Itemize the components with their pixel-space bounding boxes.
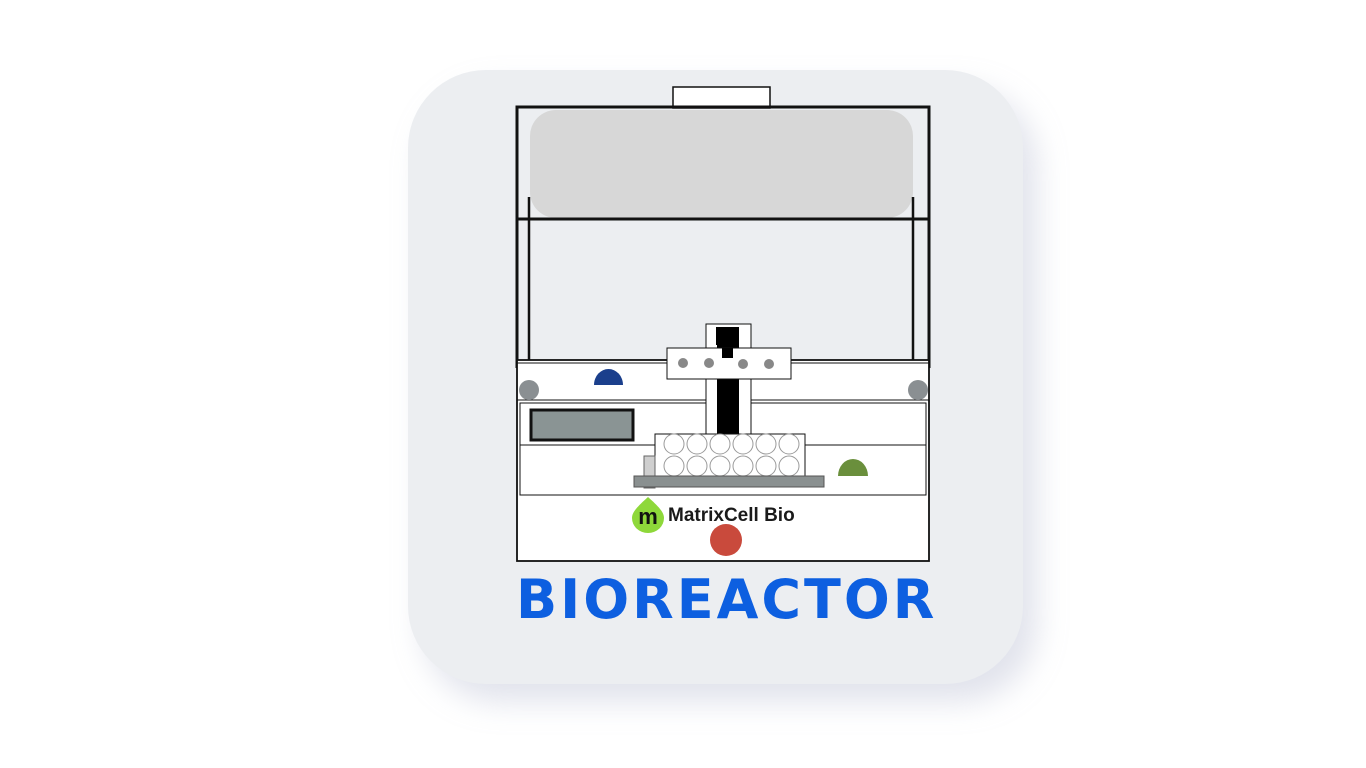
well — [732, 455, 754, 477]
wells — [663, 433, 800, 477]
well — [663, 455, 685, 477]
logo-letter: m — [638, 504, 658, 529]
hood-frame — [515, 105, 931, 368]
well — [732, 433, 754, 455]
well — [755, 433, 777, 455]
brand-name: MatrixCell Bio — [668, 505, 795, 526]
indicator-blue — [594, 369, 623, 385]
crossbar-dot — [704, 358, 714, 368]
well — [686, 433, 708, 455]
well — [709, 433, 731, 455]
crossbar-dot — [764, 359, 774, 369]
crossbar-dot — [678, 358, 688, 368]
app-label: BIOREACTOR — [516, 568, 938, 631]
well — [778, 433, 800, 455]
well — [709, 455, 731, 477]
top-cap — [672, 86, 771, 109]
column-core-mid — [722, 348, 733, 358]
indicator-green — [838, 459, 868, 476]
joint-knob-left — [519, 380, 539, 400]
display-panel — [529, 408, 635, 442]
hood-screen — [530, 110, 913, 218]
well — [663, 433, 685, 455]
crossbar-dot — [738, 359, 748, 369]
tray — [633, 475, 825, 488]
matrixcell-logo-icon: m — [632, 497, 664, 533]
well — [778, 455, 800, 477]
well — [686, 455, 708, 477]
indicator-red — [710, 524, 742, 556]
column-core-top — [716, 327, 739, 345]
joint-knob-right — [908, 380, 928, 400]
tray-post — [643, 455, 656, 489]
well — [755, 455, 777, 477]
